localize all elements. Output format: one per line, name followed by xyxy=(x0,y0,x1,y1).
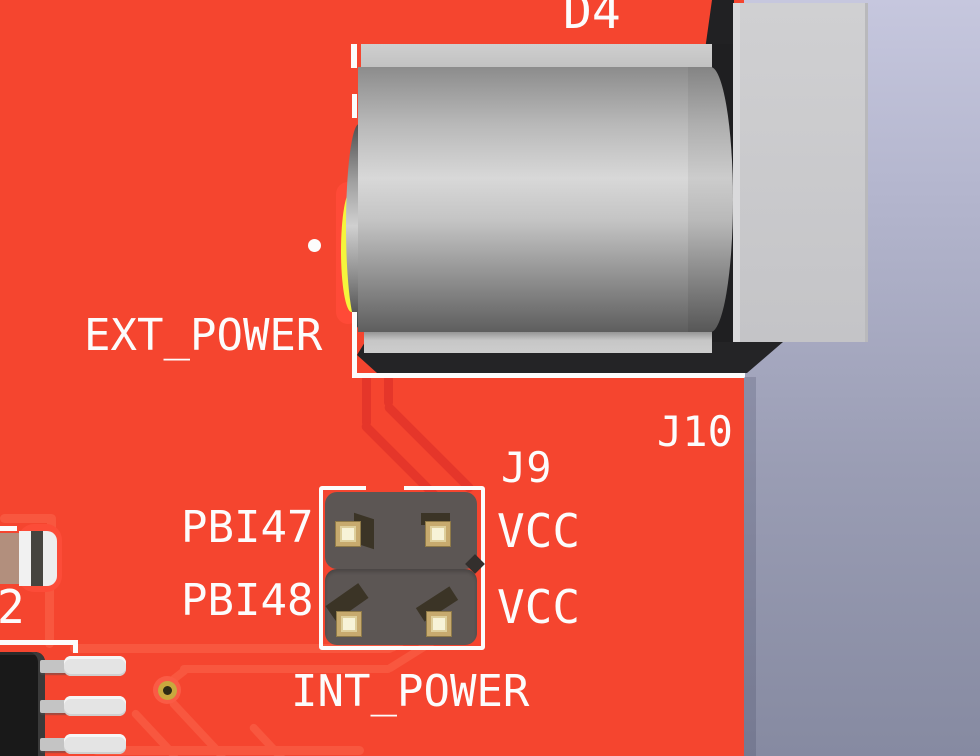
copper-trace xyxy=(45,582,54,648)
header-pin-1 xyxy=(335,521,361,547)
silkscreen-label-pbi47: PBI47 xyxy=(181,502,314,553)
header-pin-3 xyxy=(336,611,362,637)
barrel-jack-barrel-end xyxy=(688,67,733,332)
silkscreen-label-pbi48: PBI48 xyxy=(181,575,314,626)
silkscreen-outline-gap xyxy=(366,483,404,493)
copper-trace xyxy=(92,746,364,755)
ic-lead xyxy=(40,660,67,673)
silkscreen-corner-bracket xyxy=(73,640,78,653)
silkscreen-tick xyxy=(0,526,17,531)
silkscreen-label-d4: D4 xyxy=(563,0,621,40)
melf-diode-body xyxy=(0,533,20,584)
silkscreen-tick xyxy=(352,94,357,118)
copper-trace xyxy=(384,375,393,407)
header-pin-2 xyxy=(425,521,451,547)
silkscreen-jack-outline xyxy=(352,312,357,376)
via-hole xyxy=(163,686,172,695)
silkscreen-dot xyxy=(308,239,321,252)
melf-diode-cathode-band xyxy=(31,531,44,586)
copper-trace xyxy=(70,644,394,653)
barrel-jack-front-block xyxy=(733,3,868,342)
silkscreen-label-vcc-bottom: VCC xyxy=(497,580,581,634)
barrel-jack-bottom-face xyxy=(364,330,712,353)
melf-diode-end-cap xyxy=(43,531,57,586)
silkscreen-label-j9: J9 xyxy=(501,443,552,492)
regulator-ic-body xyxy=(0,652,45,756)
silkscreen-label-j10: J10 xyxy=(657,407,733,456)
barrel-jack-top-face xyxy=(361,44,712,68)
silkscreen-label-vcc-top: VCC xyxy=(497,504,581,558)
ic-solder-pad xyxy=(64,656,126,676)
ic-lead xyxy=(40,738,67,751)
silkscreen-corner-bracket xyxy=(0,640,78,645)
ic-solder-pad xyxy=(64,696,126,716)
copper-trace xyxy=(362,375,371,427)
silkscreen-label-partial-ref: 2 xyxy=(0,580,25,634)
ic-solder-pad xyxy=(64,734,126,754)
copper-trace xyxy=(0,514,56,523)
silkscreen-label-int-power: INT_POWER xyxy=(291,666,530,717)
melf-diode-band xyxy=(19,531,32,586)
silkscreen-label-ext-power: EXT_POWER xyxy=(84,310,323,361)
barrel-jack-barrel xyxy=(358,67,712,332)
copper-trace xyxy=(180,665,392,673)
board-edge-shadow xyxy=(744,377,756,756)
ic-lead xyxy=(40,700,67,713)
header-pin-4 xyxy=(426,611,452,637)
silkscreen-tick xyxy=(351,44,357,68)
silkscreen-jack-outline xyxy=(352,373,745,378)
